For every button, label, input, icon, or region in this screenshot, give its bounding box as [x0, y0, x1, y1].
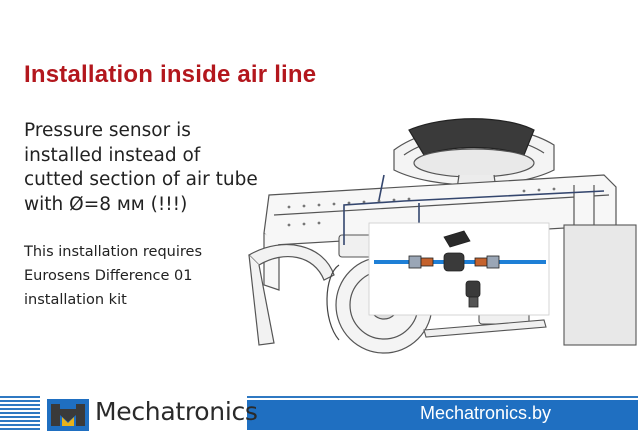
- pressure-sensor: [408, 230, 500, 308]
- description-line: with Ø=8 мм (!!!): [24, 193, 188, 215]
- description-text: Pressure sensor is installed instead of …: [24, 119, 274, 217]
- description-line: installed instead of: [24, 144, 201, 166]
- footer-bar: Mechatronics Mechatronics.by: [0, 396, 638, 442]
- brand-name: Mechatronics: [95, 397, 258, 426]
- description-line: cutted section of air tube: [24, 169, 258, 190]
- requirement-note: This installation requires Eurosens Diff…: [24, 240, 244, 312]
- suspension-parts: [338, 224, 637, 346]
- note-line: Eurosens Difference 01: [24, 268, 193, 284]
- footer-accent-band: [247, 400, 638, 430]
- wheel-fender: [248, 244, 335, 346]
- note-line: This installation requires: [24, 244, 203, 260]
- mechatronics-logo-icon: [47, 399, 89, 431]
- website-link[interactable]: Mechatronics.by: [420, 403, 552, 423]
- truck-chassis-illustration: [248, 118, 637, 354]
- note-line: installation kit: [24, 292, 127, 308]
- inset-panel: [368, 222, 550, 316]
- description-line: Pressure sensor is: [24, 120, 191, 141]
- air-lines: [343, 174, 605, 245]
- slide-title: Installation inside air line: [24, 61, 317, 88]
